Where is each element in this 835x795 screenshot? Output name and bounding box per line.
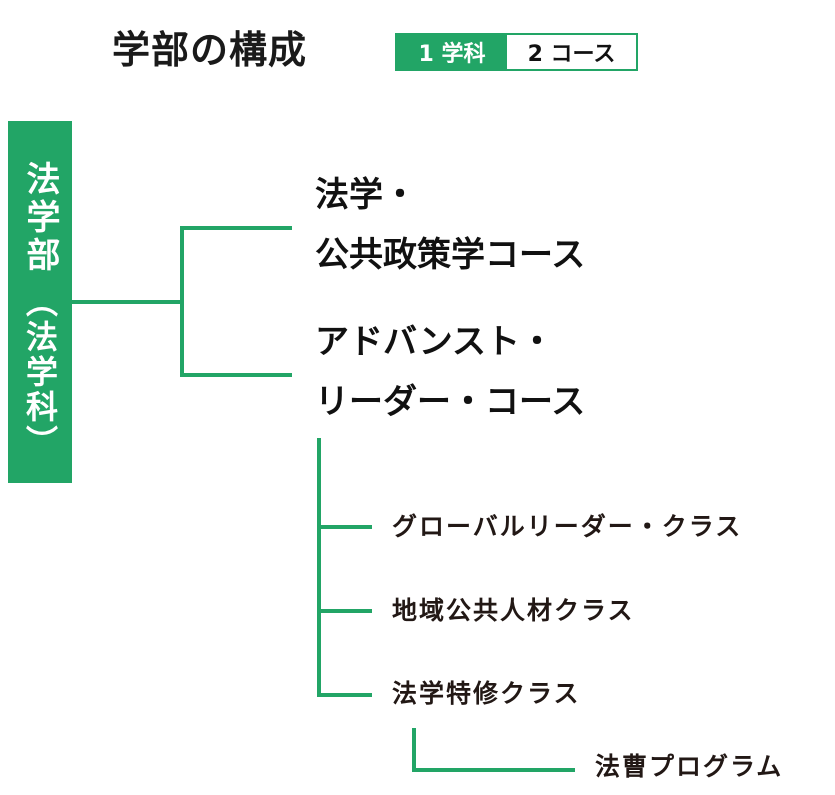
connector-line	[180, 226, 184, 377]
connector-line	[317, 609, 372, 613]
connector-line	[72, 300, 183, 304]
connector-line	[317, 438, 321, 697]
connector-line	[180, 226, 292, 230]
course-label: 公共政策学コース	[315, 235, 586, 275]
course-count-badge: 2 コース	[507, 35, 636, 69]
course-law-public-policy: 法学・ 公共政策学コース	[315, 165, 585, 285]
department-name: （法学科）	[21, 285, 59, 460]
faculty-box: 法学部 （法学科）	[8, 121, 72, 483]
connector-line	[180, 373, 292, 377]
connector-line	[412, 728, 416, 772]
class-global-leader: グローバルリーダー・クラス	[392, 512, 743, 541]
summary-badge: 1 学科 2 コース	[395, 33, 638, 71]
course-label: 法学・	[315, 175, 417, 215]
course-advanced-leader: アドバンスト・ リーダー・コース	[315, 312, 585, 432]
connector-line	[317, 525, 372, 529]
class-regional-public: 地域公共人材クラス	[392, 596, 635, 625]
connector-line	[412, 768, 575, 772]
class-law-special: 法学特修クラス	[392, 679, 581, 708]
faculty-name: 法学部	[20, 161, 60, 275]
course-label: リーダー・コース	[315, 382, 586, 422]
program-legal-profession: 法曹プログラム	[595, 752, 784, 781]
department-count-badge: 1 学科	[397, 35, 507, 69]
course-label: アドバンスト・	[315, 322, 555, 362]
connector-line	[317, 693, 372, 697]
page-title: 学部の構成	[112, 28, 308, 72]
